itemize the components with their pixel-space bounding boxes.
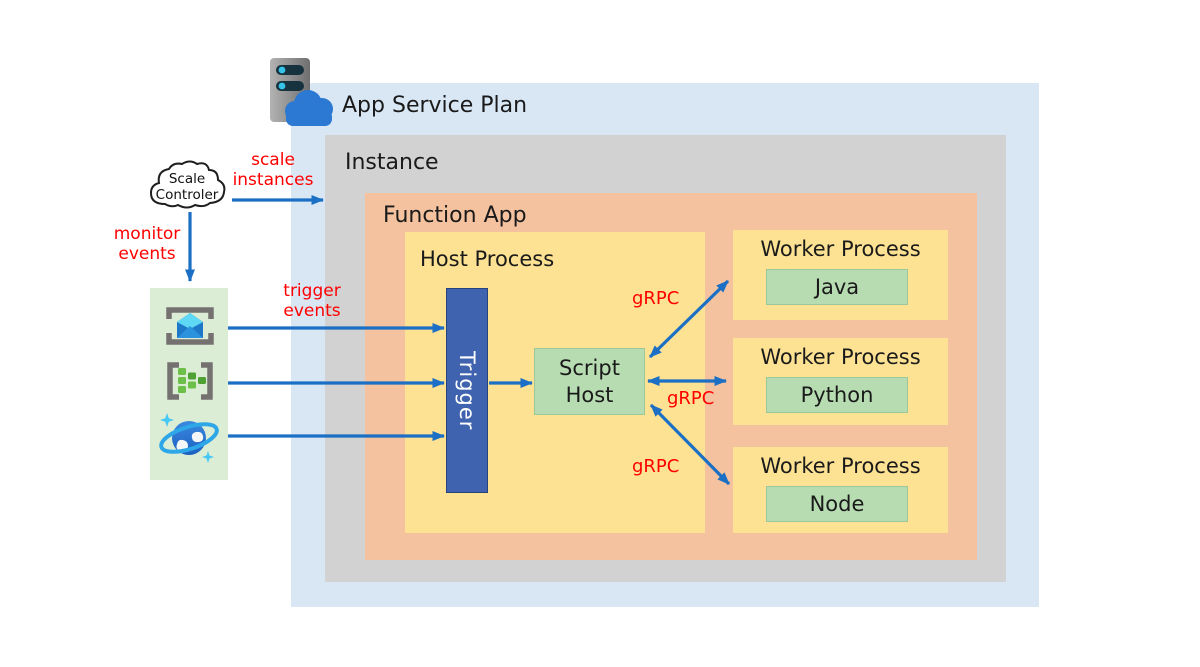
label-monitor-events: monitor events [113, 224, 181, 265]
script-host-label: Script Host [559, 356, 620, 407]
label-grpc-node: gRPC [632, 456, 680, 477]
runtime-badge: Python [766, 377, 908, 413]
worker-process-title: Worker Process [760, 237, 921, 261]
runtime-label: Node [809, 492, 865, 516]
function-app-label: Function App [383, 203, 527, 228]
worker-process-box-python: Worker Process Python [733, 338, 948, 425]
runtime-label: Python [800, 383, 874, 407]
worker-process-title: Worker Process [760, 345, 921, 369]
queue-storage-icon [167, 362, 213, 400]
runtime-badge: Java [766, 269, 908, 305]
cosmos-db-icon [159, 413, 219, 463]
label-grpc-java: gRPC [632, 288, 680, 309]
host-process-label: Host Process [420, 247, 555, 271]
app-service-plan-title: App Service Plan [342, 93, 528, 118]
scale-controller-label: Scale Controler [155, 171, 219, 203]
label-grpc-python: gRPC [667, 388, 715, 409]
runtime-badge: Node [766, 486, 908, 522]
worker-process-title: Worker Process [760, 454, 921, 478]
label-scale-instances: scale instances [232, 150, 314, 191]
server-cloud-icon [270, 58, 333, 126]
scale-controller-cloud [149, 160, 226, 209]
instance-label: Instance [345, 150, 439, 175]
worker-process-box-java: Worker Process Java [733, 230, 948, 320]
trigger-bar: Trigger [446, 288, 488, 493]
worker-process-box-node: Worker Process Node [733, 447, 948, 533]
runtime-label: Java [814, 275, 860, 299]
label-trigger-events: trigger events [283, 281, 341, 322]
trigger-label: Trigger [455, 350, 479, 431]
script-host-box: Script Host [534, 348, 645, 415]
blob-storage-icon [166, 307, 214, 345]
